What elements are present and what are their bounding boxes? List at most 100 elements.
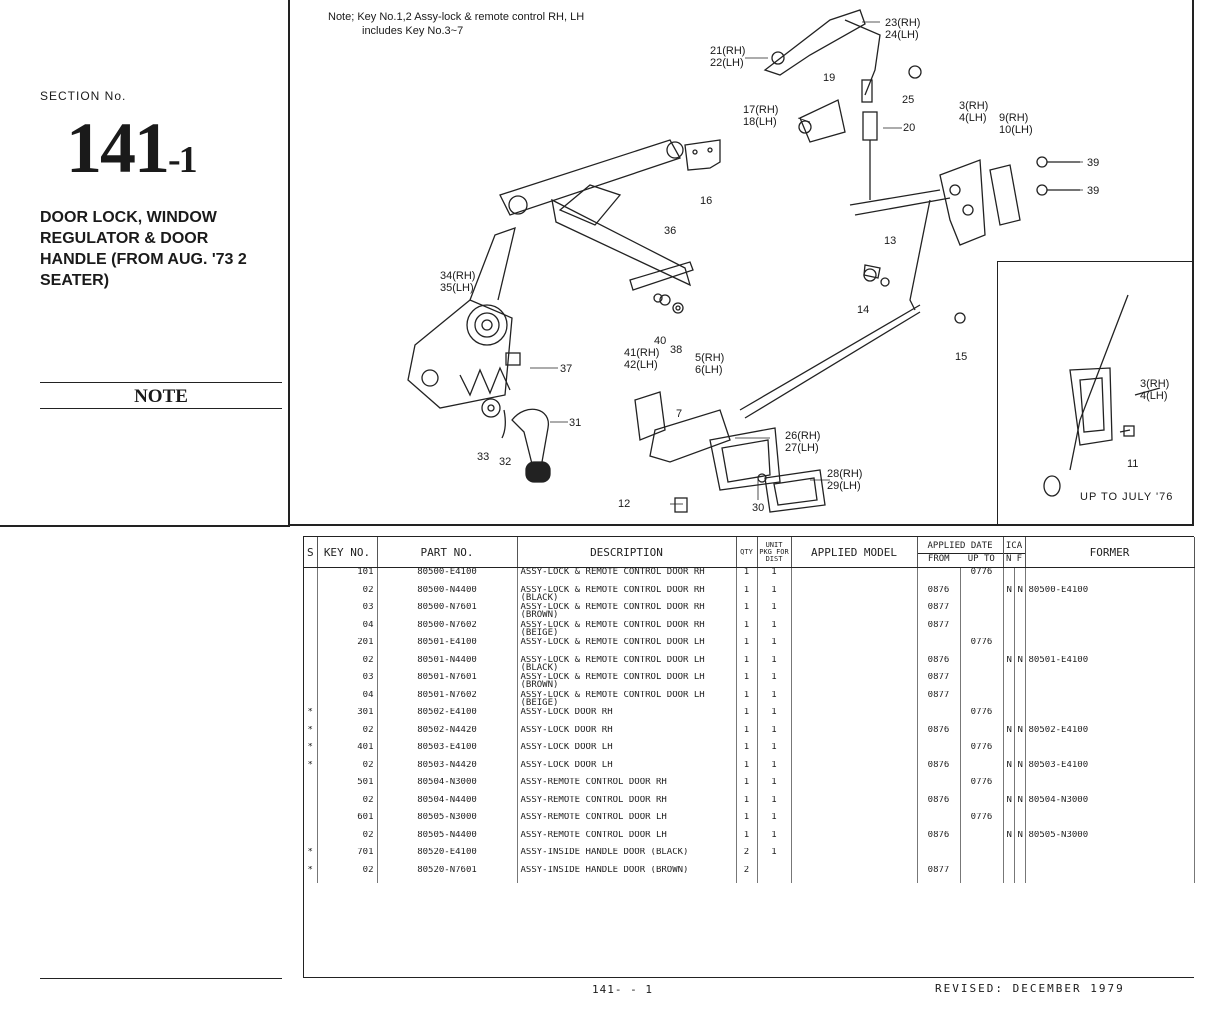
row-from: 0877	[917, 673, 961, 691]
diagram-note-line1: Note; Key No.1,2 Assy-lock & remote cont…	[328, 11, 585, 23]
divider	[40, 382, 282, 383]
row-qty: 2	[736, 848, 758, 866]
row-s-cell	[304, 655, 318, 673]
row-key-no: 02	[317, 865, 378, 883]
row-description: ASSY-INSIDE HANDLE DOOR (BLACK)	[517, 848, 737, 866]
row-applied-model	[791, 830, 918, 848]
row-applied-model	[791, 760, 918, 778]
row-former	[1025, 865, 1195, 883]
col-s: S	[304, 537, 318, 568]
row-from	[917, 743, 961, 761]
row-ica-f	[1014, 673, 1026, 691]
divider	[40, 978, 282, 979]
row-applied-model	[791, 813, 918, 831]
callout-17-18: 17(RH) 18(LH)	[743, 104, 779, 128]
row-ica-f	[1014, 603, 1026, 621]
row-up-to	[960, 655, 1004, 673]
row-ica-f	[1014, 848, 1026, 866]
row-s-cell: *	[304, 725, 318, 743]
row-from	[917, 813, 961, 831]
row-from: 0877	[917, 620, 961, 638]
row-up-to	[960, 585, 1004, 603]
row-ica-f: N	[1014, 655, 1026, 673]
row-ica-f	[1014, 778, 1026, 796]
row-qty: 1	[736, 690, 758, 708]
callout-25: 25	[902, 94, 915, 106]
row-former: 80501-E4100	[1025, 655, 1195, 673]
row-from: 0876	[917, 760, 961, 778]
row-part-no: 80520-N7601	[377, 865, 518, 883]
callout-32: 32	[499, 456, 512, 468]
row-applied-model	[791, 585, 918, 603]
note-heading: NOTE	[134, 386, 188, 407]
row-ica-n	[1003, 603, 1015, 621]
row-from: 0876	[917, 795, 961, 813]
row-description: ASSY-LOCK & REMOTE CONTROL DOOR LH	[517, 638, 737, 656]
row-from	[917, 567, 961, 586]
row-description: ASSY-REMOTE CONTROL DOOR RH	[517, 778, 737, 796]
row-applied-model	[791, 778, 918, 796]
row-ica-f	[1014, 638, 1026, 656]
row-up-to	[960, 673, 1004, 691]
row-qty: 1	[736, 603, 758, 621]
row-key-no: 701	[317, 848, 378, 866]
row-qty: 1	[736, 585, 758, 603]
callout-39: 39	[1087, 157, 1100, 169]
row-ica-f	[1014, 743, 1026, 761]
divider	[40, 408, 282, 409]
row-ica-f: N	[1014, 830, 1026, 848]
row-unit-pkg: 1	[757, 585, 792, 603]
parts-table-frame: S KEY NO. PART NO. DESCRIPTION QTY UNIT …	[303, 536, 1195, 978]
ica-label: ICA	[1005, 540, 1023, 551]
row-key-no: 501	[317, 778, 378, 796]
row-part-no: 80500-E4100	[377, 567, 518, 586]
row-from	[917, 848, 961, 866]
row-description: ASSY-LOCK & REMOTE CONTROL DOOR RH (BROW…	[517, 603, 737, 621]
row-former: 80502-E4100	[1025, 725, 1195, 743]
row-former: 80504-N3000	[1025, 795, 1195, 813]
row-key-no: 02	[317, 585, 378, 603]
row-part-no: 80501-N7601	[377, 673, 518, 691]
row-from: 0877	[917, 865, 961, 883]
callout-inset-3-4: 3(RH) 4(LH)	[1140, 378, 1170, 402]
row-unit-pkg	[757, 865, 792, 883]
row-key-no: 02	[317, 760, 378, 778]
screws	[505, 264, 881, 366]
row-s-cell: *	[304, 865, 318, 883]
row-ica-n: N	[1003, 795, 1015, 813]
col-f: F	[1016, 553, 1022, 564]
row-unit-pkg: 1	[757, 725, 792, 743]
row-qty: 1	[736, 760, 758, 778]
row-applied-model	[791, 673, 918, 691]
row-key-no: 301	[317, 708, 378, 726]
col-part-no: PART NO.	[377, 537, 518, 568]
callout-12: 12	[618, 498, 631, 510]
callout-26-27: 26(RH) 27(LH)	[785, 430, 821, 454]
row-applied-model	[791, 620, 918, 638]
callout-15: 15	[955, 351, 968, 363]
row-applied-model	[791, 743, 918, 761]
row-unit-pkg: 1	[757, 655, 792, 673]
row-unit-pkg: 1	[757, 830, 792, 848]
row-qty: 1	[736, 673, 758, 691]
row-part-no: 80504-N4400	[377, 795, 518, 813]
row-from: 0876	[917, 725, 961, 743]
row-description: ASSY-LOCK & REMOTE CONTROL DOOR RH (BLAC…	[517, 585, 737, 603]
row-description: ASSY-LOCK DOOR LH	[517, 760, 737, 778]
row-from	[917, 638, 961, 656]
row-key-no: 03	[317, 673, 378, 691]
row-s-cell: *	[304, 708, 318, 726]
row-from: 0877	[917, 603, 961, 621]
table-header-row: S KEY NO. PART NO. DESCRIPTION QTY UNIT …	[304, 537, 1195, 568]
row-ica-n	[1003, 778, 1015, 796]
row-ica-n	[1003, 638, 1015, 656]
callout-9-10: 9(RH) 10(LH)	[999, 112, 1033, 136]
col-description: DESCRIPTION	[517, 537, 737, 568]
